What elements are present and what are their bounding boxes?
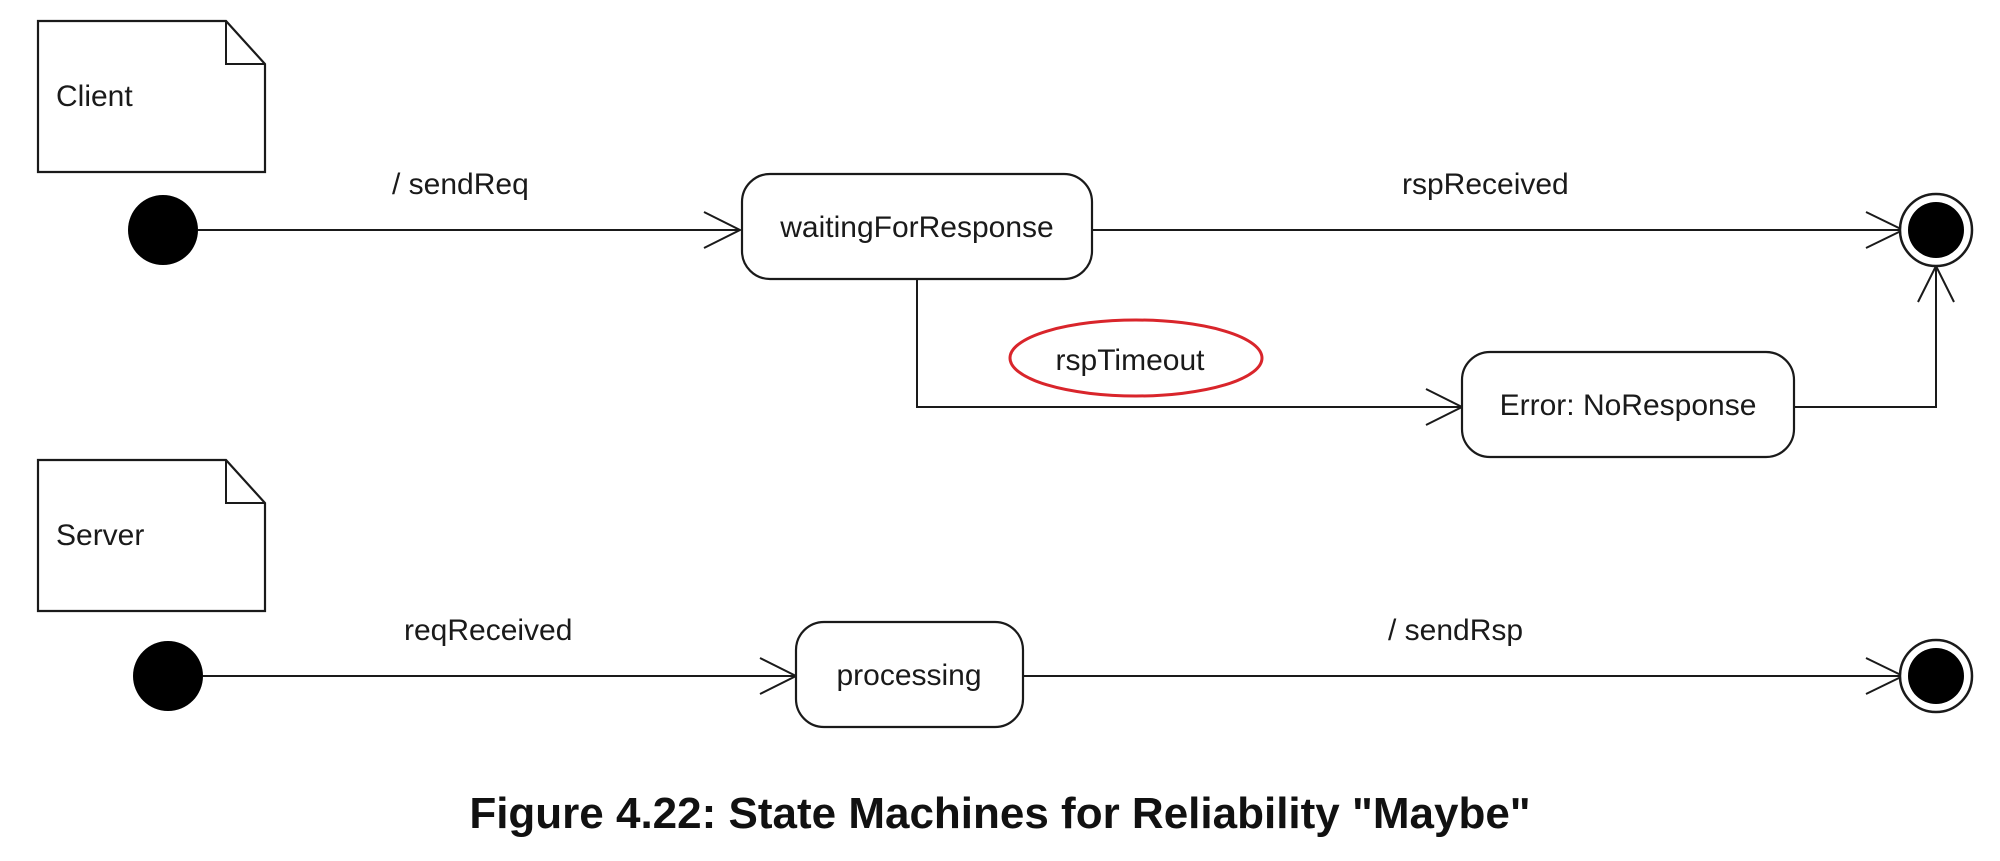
server-final-state	[1898, 638, 1974, 714]
send-rsp-label: / sendRsp	[1388, 614, 1523, 647]
server-transition-send-rsp: / sendRsp	[1023, 614, 1906, 695]
rsp-timeout-label: rspTimeout	[1056, 344, 1206, 377]
client-transition-rsp-received: rspReceived	[1092, 168, 1906, 249]
server-transition-req-received: reqReceived	[203, 614, 799, 695]
error-no-response-label: Error: NoResponse	[1500, 389, 1757, 422]
client-final-state	[1898, 192, 1974, 268]
client-transition-error-to-final	[1794, 263, 1955, 408]
rsp-timeout-highlight	[1008, 318, 1264, 398]
rsp-received-label: rspReceived	[1402, 168, 1569, 201]
client-note-label: Client	[56, 80, 133, 113]
processing-label: processing	[836, 659, 981, 692]
req-received-label: reqReceived	[404, 614, 572, 647]
server-note: Server	[36, 458, 267, 613]
client-initial-state	[128, 195, 198, 265]
figure-caption: Figure 4.22: State Machines for Reliabil…	[469, 789, 1530, 838]
server-note-label: Server	[56, 519, 144, 552]
client-transition-rsp-timeout: rspTimeout	[916, 279, 1465, 426]
waiting-for-response-label: waitingForResponse	[779, 211, 1053, 244]
error-no-response-state: Error: NoResponse	[1460, 350, 1796, 459]
waiting-for-response-state: waitingForResponse	[740, 172, 1094, 281]
processing-state: processing	[794, 620, 1025, 729]
server-initial-state	[133, 641, 203, 711]
send-req-label: / sendReq	[392, 168, 529, 201]
client-note: Client	[36, 19, 267, 174]
client-transition-send-req: / sendReq	[198, 168, 743, 249]
